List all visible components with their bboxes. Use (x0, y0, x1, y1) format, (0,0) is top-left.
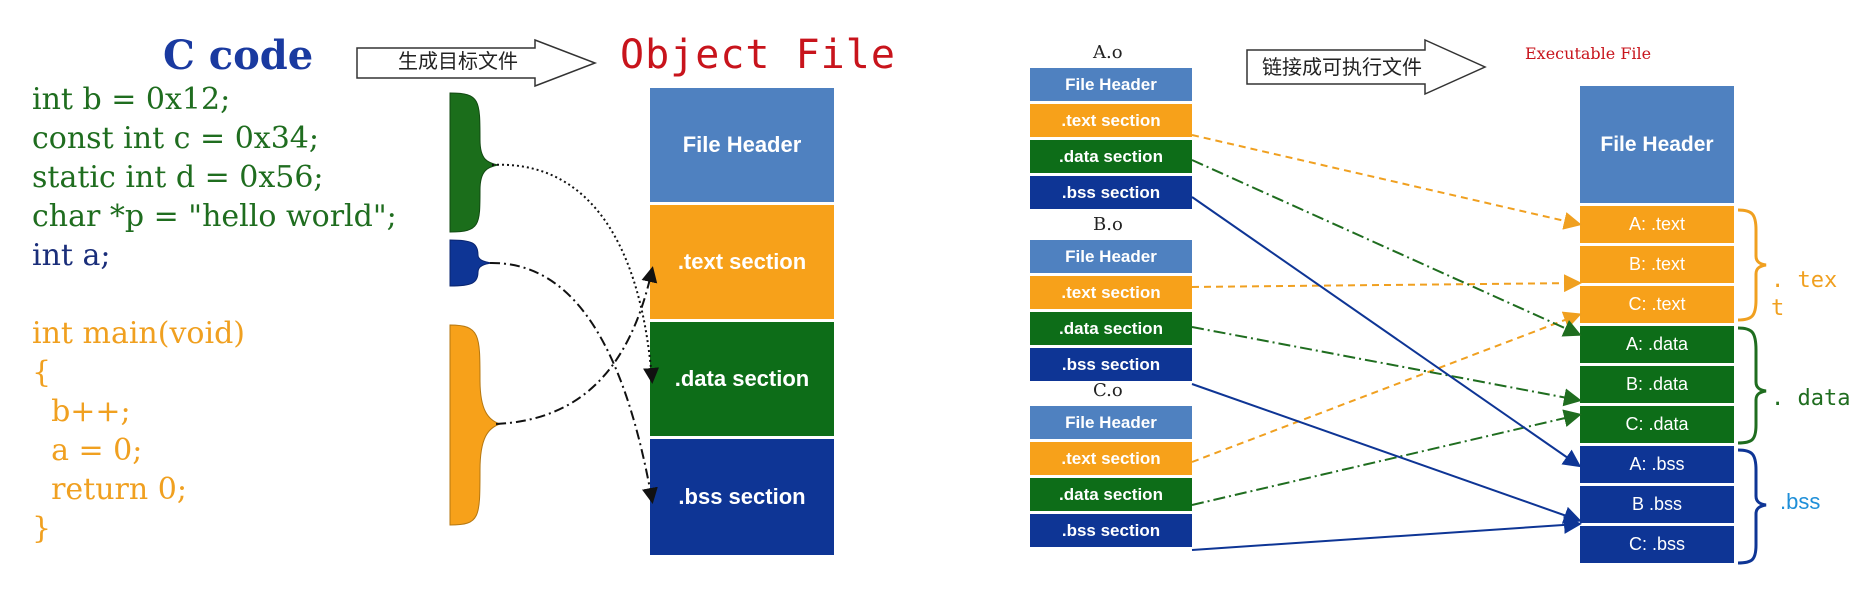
left-connectors (449, 92, 660, 526)
object-file-title: Object File (620, 32, 896, 78)
c-code-title: C code (163, 32, 314, 79)
a-text-section: .text section (1030, 104, 1192, 137)
exec-data-a: A: .data (1580, 326, 1734, 363)
code-line: b++; (32, 394, 131, 429)
compile-arrow-label: 生成目标文件 (398, 49, 518, 73)
b-file-header: File Header (1030, 240, 1192, 273)
exec-data-c: C: .data (1580, 406, 1734, 443)
code-line: const int c = 0x34; (32, 121, 319, 156)
c-bss-section: .bss section (1030, 514, 1192, 547)
exec-brace-bss-icon (1737, 448, 1767, 565)
compile-arrow-icon (356, 38, 598, 88)
a-bss-section: .bss section (1030, 176, 1192, 209)
obj-bss-section: .bss section (650, 439, 834, 555)
exec-bss-b: B .bss (1580, 486, 1734, 523)
c-file-header: File Header (1030, 406, 1192, 439)
b-data-section: .data section (1030, 312, 1192, 345)
b-bss-section: .bss section (1030, 348, 1192, 381)
obj-text-section: .text section (650, 205, 834, 319)
object-name-a: A.o (1093, 42, 1123, 63)
obj-file-header: File Header (650, 88, 834, 202)
a-data-section: .data section (1030, 140, 1192, 173)
code-line: a = 0; (32, 433, 143, 468)
code-line: return 0; (32, 472, 187, 507)
exec-text-a: A: .text (1580, 206, 1734, 243)
code-line: char *p = "hello world"; (32, 199, 397, 234)
code-line: int main(void) (32, 316, 245, 351)
link-arrow-icon (1246, 38, 1487, 96)
brace-label-bss: .bss (1780, 489, 1821, 514)
code-line: { (32, 355, 52, 390)
brace-label-data: . data (1771, 386, 1851, 411)
exec-bss-a: A: .bss (1580, 446, 1734, 483)
object-name-c: C.o (1093, 380, 1123, 401)
link-arrow-label: 链接成可执行文件 (1262, 55, 1422, 79)
code-line: static int d = 0x56; (32, 160, 324, 195)
object-name-b: B.o (1093, 214, 1123, 235)
code-line: } (32, 511, 52, 546)
brace-label-text-1: . tex (1771, 268, 1838, 293)
exec-brace-data-icon (1737, 326, 1767, 445)
b-text-section: .text section (1030, 276, 1192, 309)
code-line: int b = 0x12; (32, 82, 231, 117)
brace-label-text-2: t (1771, 296, 1785, 321)
obj-data-section: .data section (650, 322, 834, 436)
c-text-section: .text section (1030, 442, 1192, 475)
exec-bss-c: C: .bss (1580, 526, 1734, 563)
exec-file-header: File Header (1580, 86, 1734, 203)
exec-data-b: B: .data (1580, 366, 1734, 403)
code-line: int a; (32, 238, 111, 273)
exec-brace-text-icon (1737, 208, 1767, 322)
a-file-header: File Header (1030, 68, 1192, 101)
executable-title: Executable File (1525, 44, 1652, 63)
c-data-section: .data section (1030, 478, 1192, 511)
exec-text-c: C: .text (1580, 286, 1734, 323)
exec-text-b: B: .text (1580, 246, 1734, 283)
